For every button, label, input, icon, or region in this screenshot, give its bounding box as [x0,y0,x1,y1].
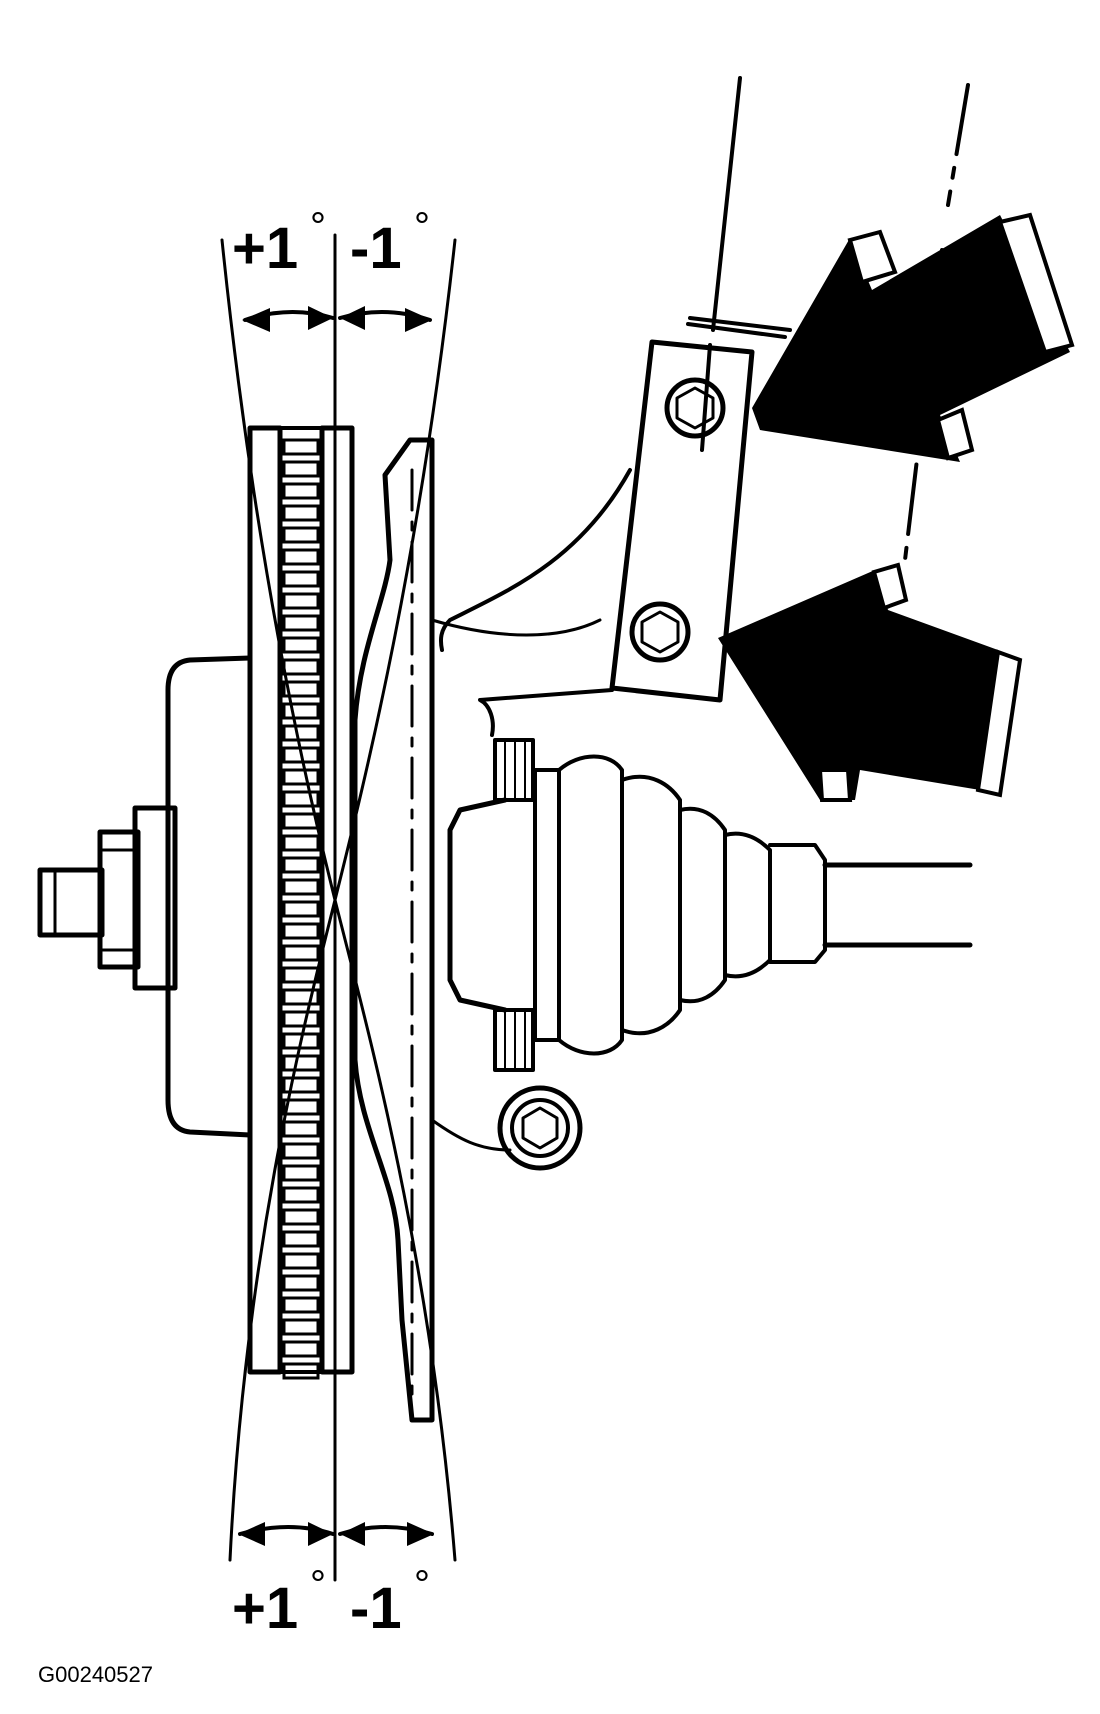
cooling-vane [282,1340,320,1358]
upper-hex-bolt-icon [664,377,726,439]
top-negative-degree: ° [414,205,430,249]
cooling-vane [282,460,320,478]
cooling-vane [282,702,320,720]
figure-id: G00240527 [38,1662,153,1687]
cooling-vane [282,438,320,456]
cooling-vane [282,944,320,962]
cooling-vane [282,768,320,786]
cooling-vane [282,1142,320,1160]
cooling-vane [282,790,320,808]
cooling-vane [282,1230,320,1248]
lower-arrow-icon [718,562,1023,802]
upper-arrow-icon [752,212,1075,462]
cooling-vane [282,482,320,500]
wheel-stud [37,867,105,938]
cooling-vane [282,548,320,566]
disc-cooling-vanes [282,438,320,1380]
cooling-vane [282,1296,320,1314]
cv-joint-and-axle [447,738,973,1171]
cooling-vane [282,592,320,610]
top-angle-dimension [242,306,432,332]
cooling-vane [282,900,320,918]
bottom-positive-degree: ° [310,1563,326,1607]
cooling-vane [282,724,320,742]
hub-assembly [37,655,253,1138]
cooling-vane [282,526,320,544]
cooling-vane [282,658,320,676]
bottom-angle-dimension [238,1522,434,1546]
cooling-vane [282,922,320,940]
knuckle-bracket [439,339,755,737]
dust-shield [352,437,602,1423]
top-negative-label: -1 [350,216,402,281]
cooling-vane [282,1208,320,1226]
cooling-vane [282,1274,320,1292]
cooling-vane [282,1318,320,1336]
cooling-vane [282,856,320,874]
cooling-vane [282,614,320,632]
cooling-vane [282,570,320,588]
cooling-vane [282,1120,320,1138]
runout-reference-lines [220,233,457,1582]
cooling-vane [282,988,320,1006]
lower-hex-bolt-icon [629,601,691,663]
top-positive-label: +1 [232,216,298,281]
top-positive-degree: ° [310,205,326,249]
cooling-vane [282,636,320,654]
cooling-vane [282,1164,320,1182]
cooling-vane [282,504,320,522]
cooling-vane [282,1186,320,1204]
cooling-vane [282,1252,320,1270]
tie-rod-hex-bolt-icon [497,1085,583,1171]
bottom-negative-label: -1 [350,1576,402,1641]
bottom-negative-degree: ° [414,1563,430,1607]
brake-disc [247,425,355,1380]
cooling-vane [282,834,320,852]
cooling-vane [282,680,320,698]
cooling-vane [282,1076,320,1094]
cooling-vane [282,966,320,984]
cooling-vane [282,1098,320,1116]
cooling-vane [282,1054,320,1072]
cooling-vane [282,1032,320,1050]
bottom-positive-label: +1 [232,1576,298,1641]
cooling-vane [282,812,320,830]
cooling-vane [282,878,320,896]
cooling-vane [282,1010,320,1028]
